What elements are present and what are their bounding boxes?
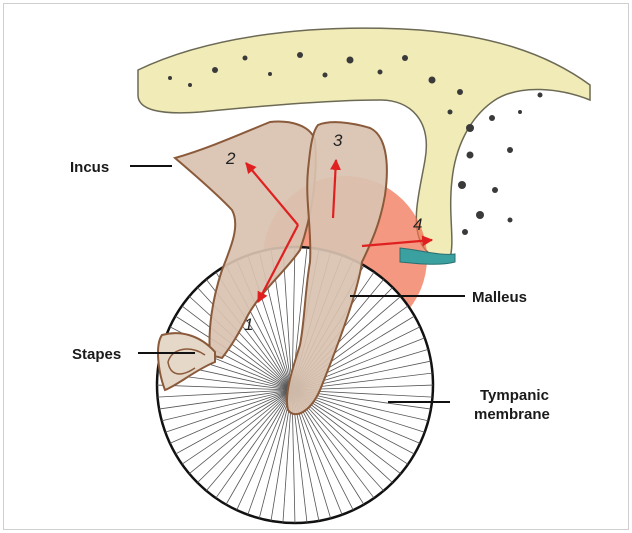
arrow-number-3: 3 (333, 131, 343, 150)
arrow-number-4: 4 (413, 215, 422, 234)
arrow-number-1: 1 (244, 315, 253, 334)
malleus-label: Malleus (472, 289, 527, 306)
incus-label: Incus (70, 159, 109, 176)
arrow-number-2: 2 (225, 149, 236, 168)
stapes-label: Stapes (72, 346, 121, 363)
tympanic-label-line2: membrane (474, 406, 550, 423)
tympanic-label-line1: Tympanic (480, 387, 549, 404)
